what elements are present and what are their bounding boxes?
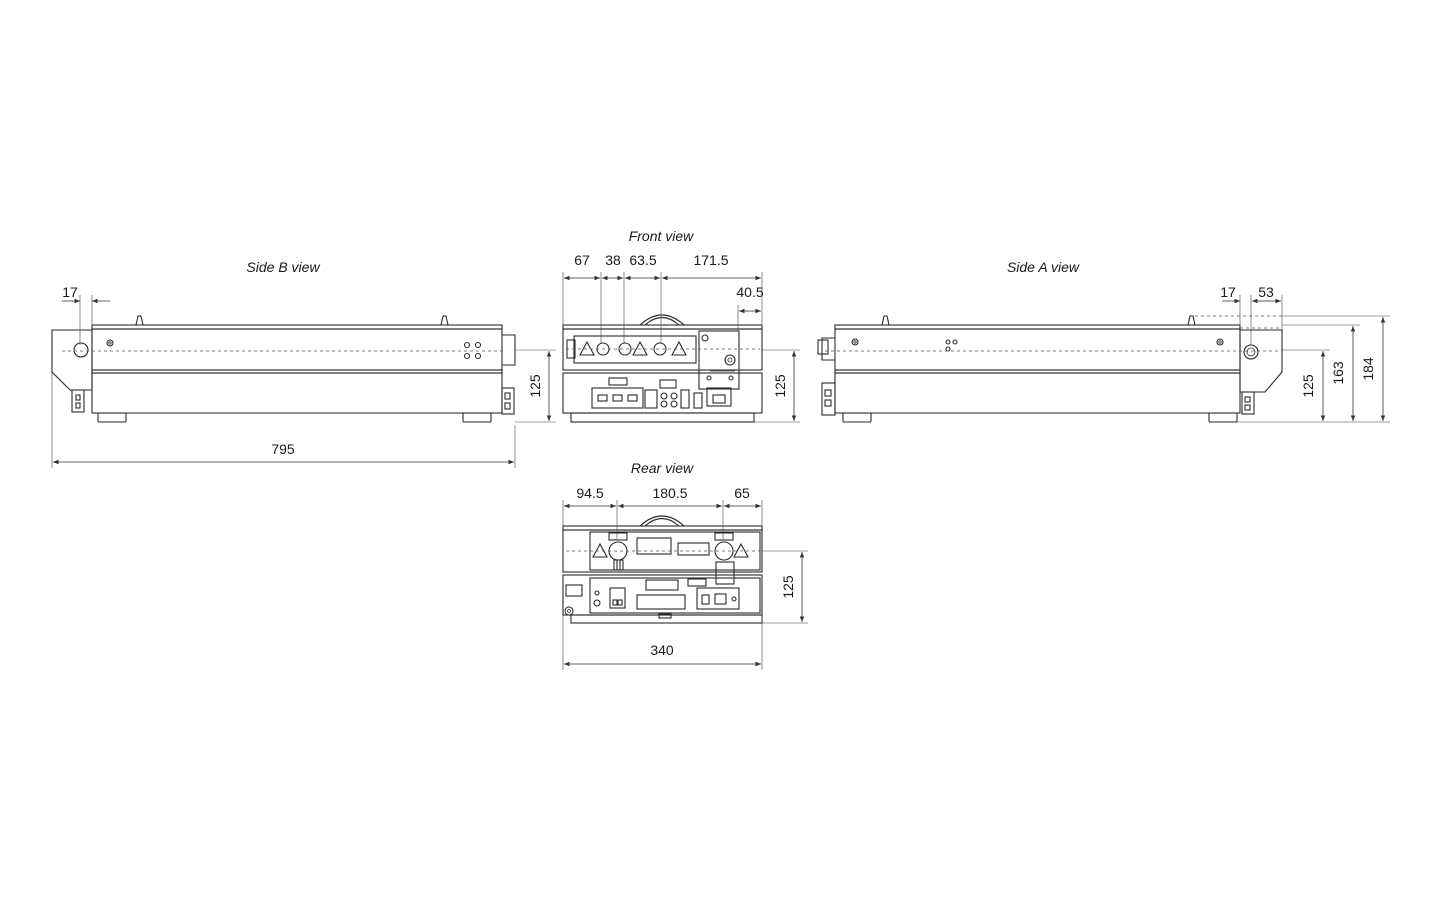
side-b-title: Side B view	[246, 259, 320, 275]
side-a-dim-17: 17	[1220, 284, 1236, 300]
rear-dim-94-5: 94.5	[576, 485, 603, 501]
side-b-dim-125: 125	[527, 374, 543, 398]
rear-dim-125: 125	[780, 575, 796, 599]
rear-dim-65: 65	[734, 485, 750, 501]
side-a-body	[817, 315, 1283, 423]
front-title: Front view	[629, 228, 694, 244]
side-a-dim-163: 163	[1330, 361, 1346, 385]
rear-dim-180-5: 180.5	[652, 485, 687, 501]
front-body	[562, 314, 763, 423]
front-dim-38: 38	[605, 252, 621, 268]
rear-body	[562, 515, 763, 624]
side-a-title: Side A view	[1007, 259, 1080, 275]
front-dim-67: 67	[574, 252, 590, 268]
front-dim-40-5: 40.5	[736, 284, 763, 300]
front-dim-171-5: 171.5	[693, 252, 728, 268]
connector-icon	[73, 342, 89, 358]
side-a-dim-125: 125	[1300, 374, 1316, 398]
rear-view: Rear view	[562, 460, 808, 670]
side-a-dim-53: 53	[1258, 284, 1274, 300]
side-b-dim-17: 17	[62, 284, 78, 300]
side-b-view: Side B view	[51, 259, 556, 468]
side-b-dim-795: 795	[271, 441, 295, 457]
side-a-dim-184: 184	[1360, 357, 1376, 381]
side-a-view: Side A view	[817, 259, 1390, 423]
front-view: Front view	[562, 228, 800, 423]
rear-title: Rear view	[631, 460, 694, 476]
rear-dim-340: 340	[650, 642, 674, 658]
front-dim-125: 125	[772, 374, 788, 398]
front-dim-63-5: 63.5	[629, 252, 656, 268]
side-b-body	[51, 315, 516, 423]
